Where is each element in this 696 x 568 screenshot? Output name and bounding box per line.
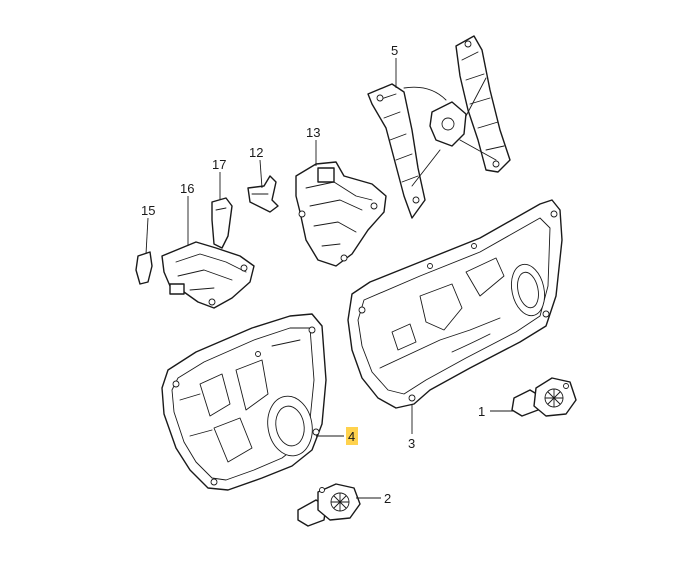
callout-3[interactable]: 3 [408,436,415,451]
inner-door-panel-part[interactable] [161,313,327,491]
callout-17[interactable]: 17 [212,157,226,172]
leader-12 [259,159,263,189]
leader-15 [145,217,149,255]
bracket-12-part[interactable] [247,175,279,213]
outer-door-panel-part[interactable] [347,199,563,409]
leader-lines [145,58,514,499]
callout-16[interactable]: 16 [180,181,194,196]
callout-4[interactable]: 4 [348,429,355,444]
callout-1[interactable]: 1 [478,404,485,419]
window-motor-bottom-part[interactable] [297,483,361,527]
bracket-17-part[interactable] [211,197,233,249]
callout-2[interactable]: 2 [384,491,391,506]
callout-12[interactable]: 12 [249,145,263,160]
callout-13[interactable]: 13 [306,125,320,140]
callout-5[interactable]: 5 [391,43,398,58]
callout-labels: 1 2 3 4 5 12 13 15 16 17 [141,43,485,506]
callout-4-highlight [346,427,358,445]
bracket-13-part[interactable] [295,161,387,267]
bracket-16-part[interactable] [161,241,255,309]
bracket-15-part[interactable] [135,251,153,285]
window-motor-right-part[interactable] [511,377,577,417]
window-regulator-part[interactable] [367,35,511,219]
callout-15[interactable]: 15 [141,203,155,218]
